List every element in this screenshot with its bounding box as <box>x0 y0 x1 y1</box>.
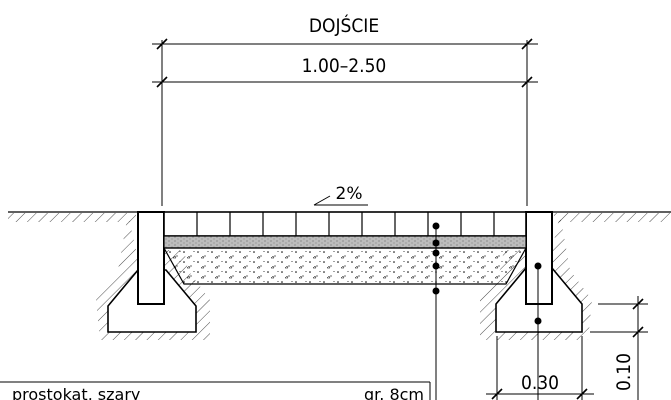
slope-annotation: 2% <box>313 184 368 206</box>
foundation-height-label: 0.10 <box>613 353 635 391</box>
legend-item-thickness: gr. 8cm <box>364 385 424 400</box>
base-layer <box>162 247 528 285</box>
paving-blocks <box>163 211 527 237</box>
width-dimension: 1.00–2.50 <box>152 55 538 88</box>
right-foundation <box>495 211 583 333</box>
top-dimension: DOJŚCIE <box>152 13 538 206</box>
ground-surface <box>8 211 671 222</box>
width-dimension-label: 1.00–2.50 <box>302 55 387 77</box>
foundation-width-dimension: 0.30 <box>486 336 594 400</box>
foundation-width-label: 0.30 <box>521 372 559 394</box>
top-dimension-label: DOJŚCIE <box>309 13 379 37</box>
bedding-layer <box>163 235 527 249</box>
foundation-height-dimension: 0.10 <box>590 296 648 400</box>
layer-legend: prostokat, szary gr. 8cm <box>0 381 431 400</box>
slope-label: 2% <box>336 184 363 204</box>
legend-item-name: prostokat, szary <box>12 385 140 400</box>
layer-markers <box>432 222 542 400</box>
left-foundation <box>107 211 197 333</box>
